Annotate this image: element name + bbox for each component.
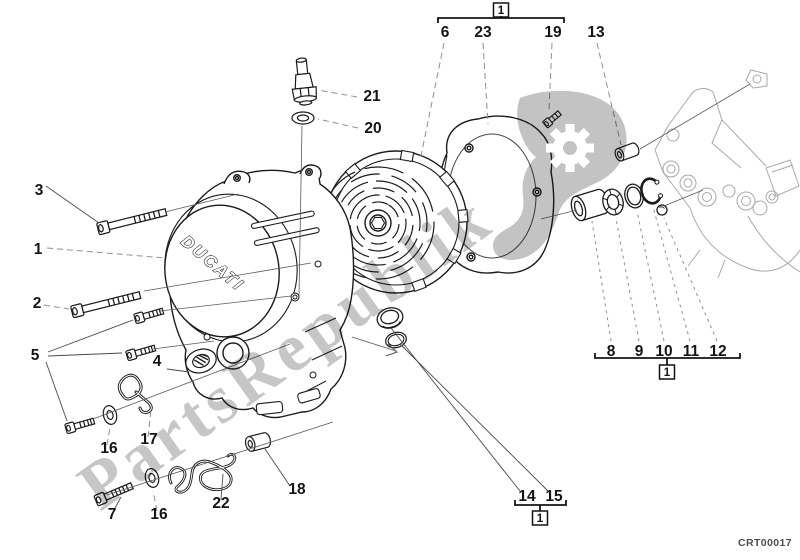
group-box-bottom: [531, 510, 549, 526]
callout-14: 14: [518, 488, 536, 505]
group-box-right-label: 1: [664, 367, 671, 379]
callout-20: 20: [364, 120, 381, 137]
bolt-5a: [133, 305, 165, 325]
ball-12: [656, 204, 668, 216]
plug-4: [185, 348, 217, 374]
group-box-bottom-label: 1: [537, 513, 544, 525]
callout-12: 12: [709, 343, 726, 360]
callout-17: 17: [140, 431, 157, 448]
cylinder-18: [244, 432, 272, 452]
leader-lines: [43, 42, 751, 512]
ring-10: [624, 183, 644, 209]
bearing-9: [602, 188, 624, 216]
callout-5: 5: [31, 347, 40, 364]
clutch-cover: DUCATI: [164, 164, 355, 419]
callout-15: 15: [545, 488, 563, 505]
bolt-5b: [125, 342, 157, 362]
bolt-5c: [64, 415, 96, 435]
callout-3: 3: [35, 182, 44, 199]
callout-23: 23: [474, 24, 492, 41]
callout-labels: 3 1 2 5 4 16 17 7 16 22 18 21 20 6 23 19…: [31, 24, 727, 523]
group-box-top: [492, 2, 510, 18]
sensor-21: [291, 57, 317, 106]
group-box-right: [658, 364, 676, 380]
flywheel-rotor: [321, 149, 469, 294]
callout-2: 2: [33, 295, 42, 312]
callout-22: 22: [212, 495, 229, 512]
washer-20: [291, 111, 315, 125]
callout-19: 19: [544, 24, 562, 41]
circlip-11: [640, 177, 664, 205]
o-ring-15: [385, 331, 407, 349]
bolt-2: [69, 288, 142, 319]
callout-18: 18: [288, 481, 306, 498]
watermark-gear-icon: [546, 124, 594, 172]
plug-14: [376, 307, 404, 329]
callout-9: 9: [635, 343, 644, 360]
group-brackets: [437, 2, 741, 526]
group-box-top-label: 1: [498, 5, 505, 17]
clip-17: [117, 373, 153, 414]
callout-21: 21: [363, 88, 381, 105]
watermark-swoosh: [492, 90, 627, 261]
callout-13: 13: [587, 24, 605, 41]
callout-11: 11: [683, 343, 700, 360]
callout-4: 4: [153, 353, 162, 370]
callout-8: 8: [607, 343, 616, 360]
crankcase-outline: [654, 69, 800, 279]
callout-16-a: 16: [100, 440, 118, 457]
callout-7: 7: [108, 506, 117, 523]
bolt-3: [95, 205, 168, 236]
callout-1: 1: [34, 241, 43, 258]
callout-10: 10: [655, 343, 672, 360]
callout-6: 6: [441, 24, 450, 41]
watermark: PartsRepublik: [65, 90, 627, 524]
group-box-numbers: 1 1 1: [498, 5, 671, 525]
drawing-code: CRT00017: [738, 537, 792, 549]
callout-16-b: 16: [150, 506, 168, 523]
